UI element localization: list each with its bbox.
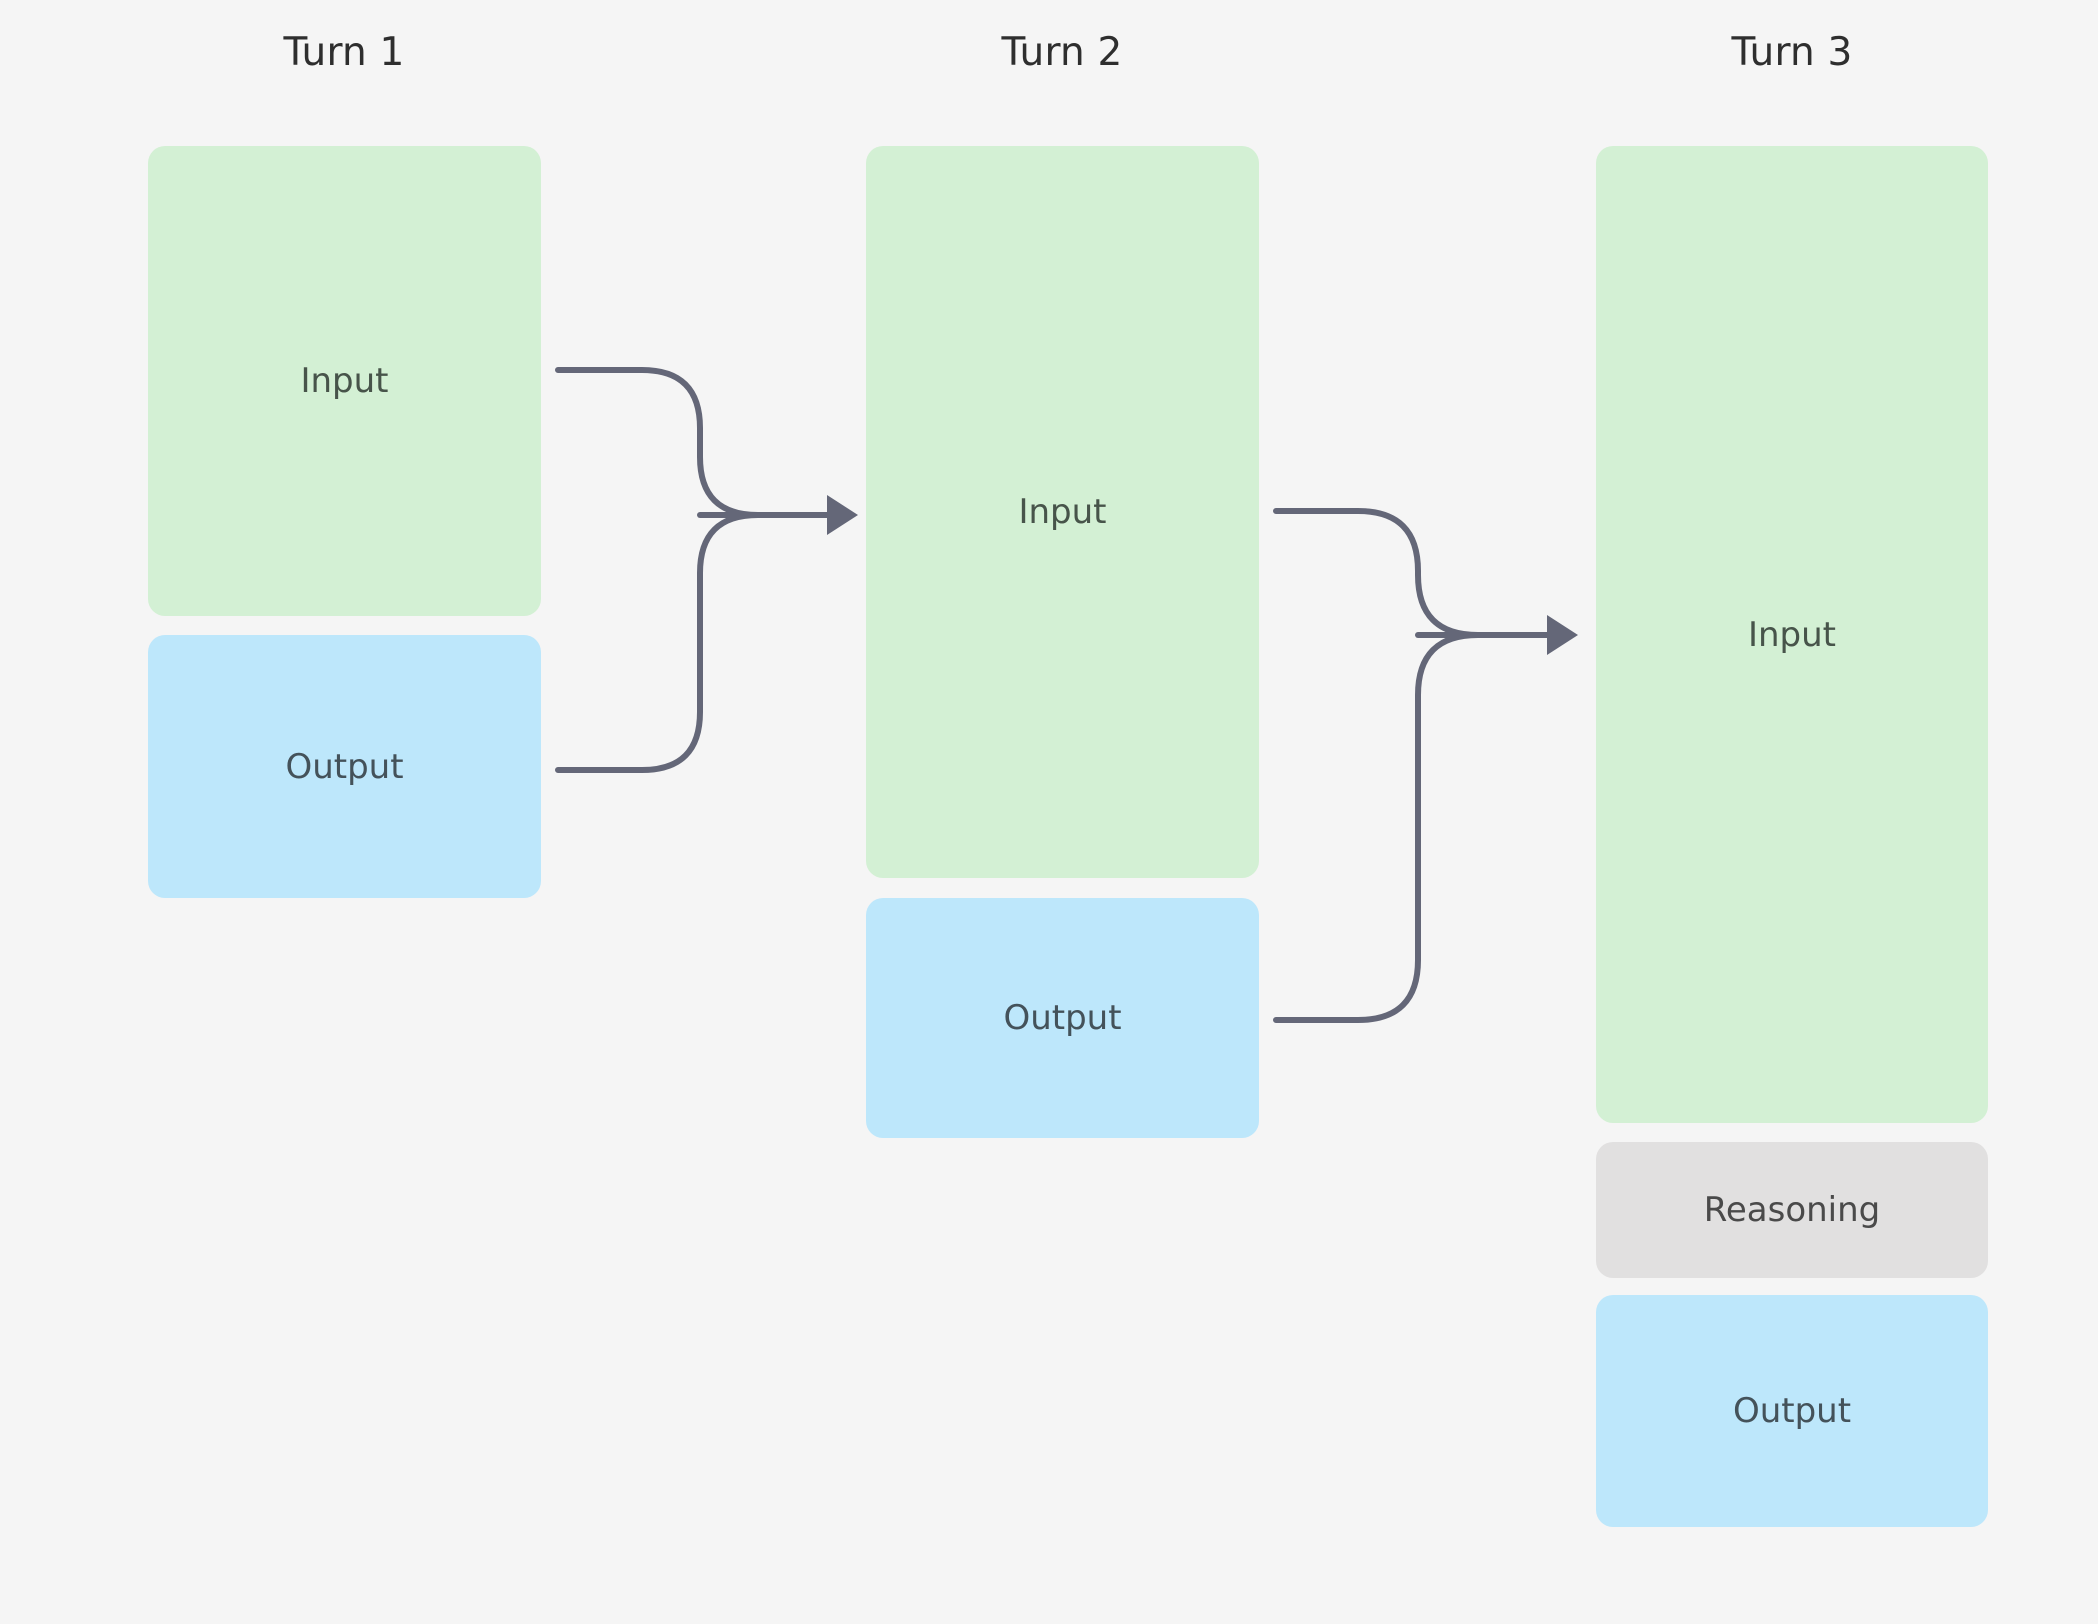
node-label: Output (1003, 998, 1122, 1038)
edge-turn2-output-branch (1273, 632, 1481, 1023)
column-title-turn-2: Turn 2 (1001, 30, 1123, 75)
node-turn1-input[interactable]: Input (148, 146, 541, 616)
node-label: Reasoning (1703, 1190, 1881, 1230)
node-label: Output (1732, 1391, 1852, 1431)
node-label: Input (300, 361, 389, 401)
arrowhead-icon (827, 495, 858, 535)
column-title-turn-1: Turn 1 (283, 30, 405, 75)
arrowhead-icon (1547, 615, 1578, 655)
node-turn2-output[interactable]: Output (866, 898, 1259, 1138)
edge-turn1-output-branch (555, 512, 761, 773)
node-turn3-input[interactable]: Input (1596, 146, 1988, 1123)
node-label: Input (1747, 614, 1837, 655)
column-title-turn-3: Turn 3 (1731, 30, 1853, 75)
connector-turn1-to-turn2 (555, 367, 858, 773)
node-turn3-reasoning[interactable]: Reasoning (1596, 1142, 1988, 1278)
node-label: Input (1018, 492, 1107, 532)
node-turn3-output[interactable]: Output (1596, 1295, 1988, 1527)
connector-turn2-to-turn3 (1273, 508, 1578, 1023)
node-turn1-output[interactable]: Output (148, 635, 541, 898)
node-turn2-input[interactable]: Input (866, 146, 1259, 878)
node-label: Output (285, 746, 404, 787)
edge-turn2-input-branch (1273, 508, 1481, 638)
edge-turn1-input-branch (555, 367, 761, 518)
